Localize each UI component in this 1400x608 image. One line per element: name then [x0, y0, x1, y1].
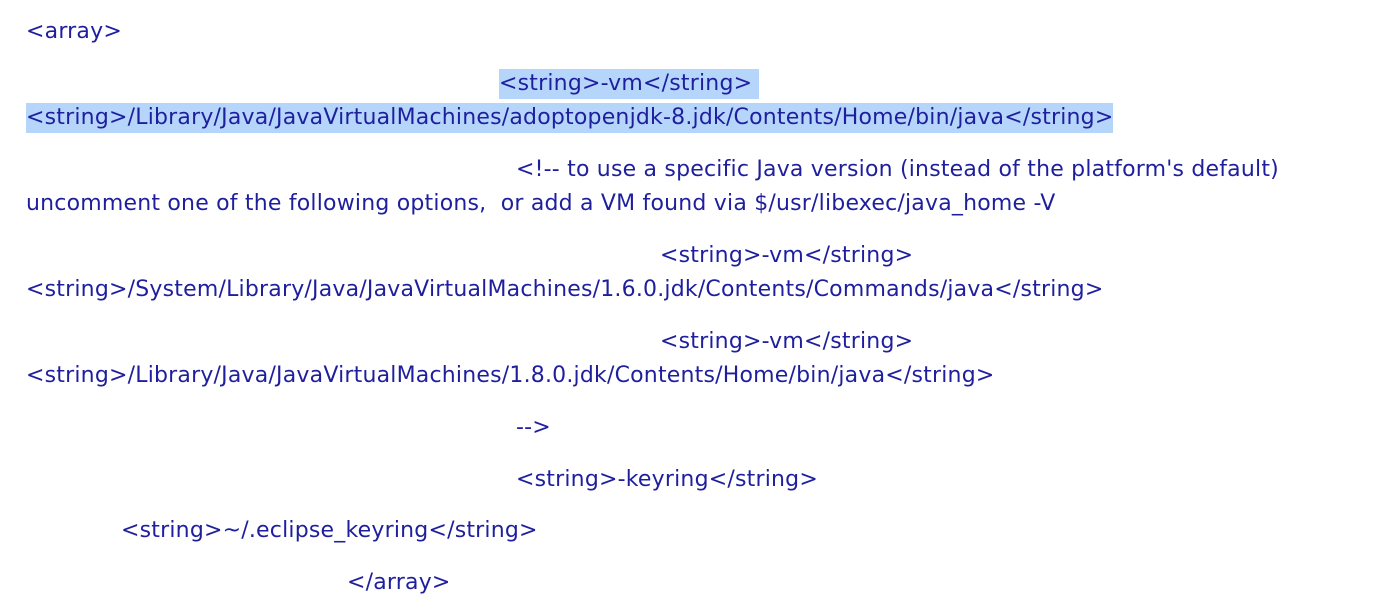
comment-end-line: --> [516, 415, 551, 440]
comment-start-line: <!-- to use a specific Java version (ins… [516, 157, 1279, 182]
array-close-tag: </array> [347, 570, 451, 595]
vm-string-line-1: <string>-vm</string> [660, 243, 914, 268]
system-java-path-line: <string>/System/Library/Java/JavaVirtual… [26, 277, 1104, 302]
vm-string-line-2: <string>-vm</string> [660, 329, 914, 354]
array-open-tag: <array> [26, 19, 122, 44]
selected-vm-path-line[interactable]: <string>/Library/Java/JavaVirtualMachine… [26, 103, 1114, 133]
comment-instruction-line: uncomment one of the following options, … [26, 191, 1056, 216]
keyring-path-line: <string>~/.eclipse_keyring</string> [121, 518, 538, 543]
keyring-string-line: <string>-keyring</string> [516, 467, 818, 492]
java-18-path-line: <string>/Library/Java/JavaVirtualMachine… [26, 363, 995, 388]
selected-vm-string-line[interactable]: <string>-vm</string> [499, 69, 760, 99]
